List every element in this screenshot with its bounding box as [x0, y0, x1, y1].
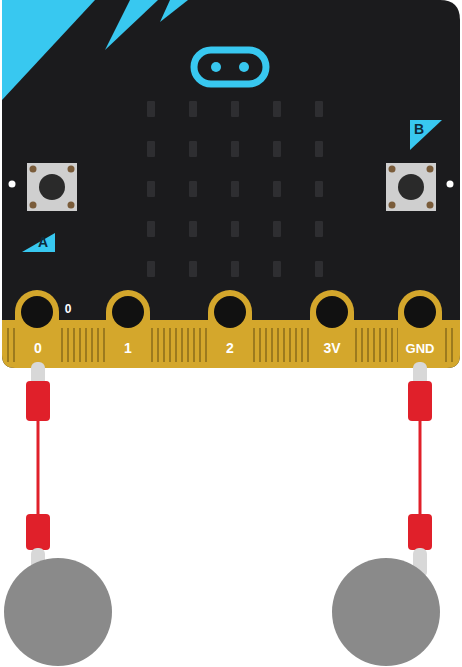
pin-label: 1 — [124, 341, 132, 355]
pin-label: GND — [406, 342, 435, 355]
pin-label: 3V — [323, 341, 340, 355]
pin-label: 0 — [65, 303, 72, 315]
pin-label: 2 — [226, 341, 234, 355]
button-label: B — [414, 122, 424, 136]
button-label: A — [38, 235, 48, 249]
pin-label: 0 — [34, 341, 42, 355]
